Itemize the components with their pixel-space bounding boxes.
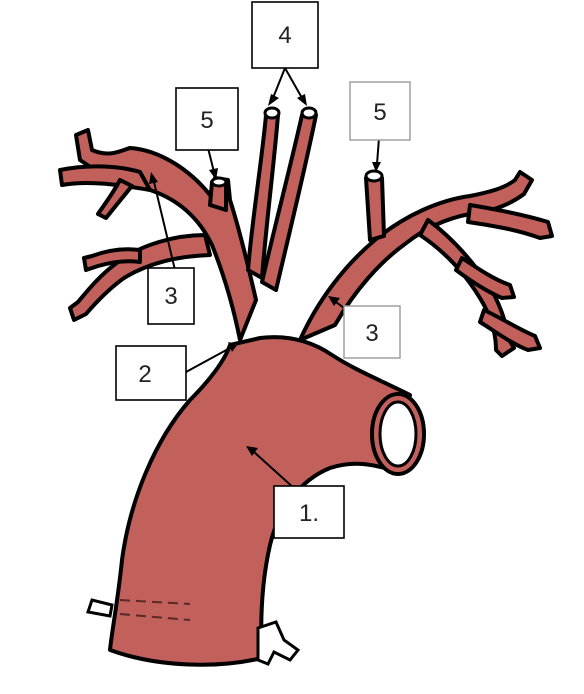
label-5-left-text: 5 <box>200 107 213 134</box>
arrow-2 <box>185 347 231 373</box>
label-5-right-text: 5 <box>373 99 386 126</box>
label-1-box <box>273 485 345 539</box>
right-stub-tip <box>364 169 384 183</box>
arrow-4-right <box>284 67 303 99</box>
right-branch-tree <box>298 170 534 342</box>
left-outer-subbranch <box>96 178 134 220</box>
label-1: 1. <box>273 485 345 539</box>
right-lower-subbranch-b <box>478 308 542 352</box>
arrow-5-left <box>207 147 215 173</box>
base-dashed-line-1 <box>119 599 191 605</box>
arrowhead-4-left <box>268 94 279 106</box>
base-dashed-line-2 <box>119 613 191 621</box>
arrow-1 <box>253 451 297 491</box>
arrow-5-right <box>376 137 380 165</box>
label-2-text: 2 <box>138 361 151 388</box>
label-4-text: 4 <box>278 22 291 49</box>
arrowhead-5-left <box>209 168 218 180</box>
label-4: 4 <box>251 1 319 69</box>
arrowhead-1 <box>246 446 258 456</box>
arrow-4-left <box>272 67 286 99</box>
right-lower-subbranch-a <box>454 256 516 300</box>
aortic-outlet-lumen <box>378 400 418 468</box>
label-5-left-box <box>175 87 239 151</box>
label-3-left-box <box>147 267 195 325</box>
label-3-right-text: 3 <box>365 320 378 347</box>
label-5-right-box <box>349 81 411 141</box>
left-subclavian-branch-tree <box>74 128 258 342</box>
label-3-left-text: 3 <box>164 283 177 310</box>
label-4-box <box>251 1 319 69</box>
label-5-right: 5 <box>349 81 411 141</box>
left-outer-branch <box>58 164 152 192</box>
left-lower-subbranch <box>82 247 142 272</box>
carotid-left-tip <box>263 106 281 120</box>
bottom-left-stub <box>86 598 114 618</box>
label-3-left: 3 <box>147 267 195 325</box>
right-lower-branch <box>418 218 516 358</box>
carotid-right-tip <box>300 106 318 120</box>
arrowhead-4-right <box>297 94 307 106</box>
label-3-right-box <box>343 305 401 359</box>
label-5-left: 5 <box>175 87 239 151</box>
label-2-box <box>115 345 187 401</box>
arrowhead-2 <box>228 342 238 352</box>
label-1-text: 1. <box>299 500 319 527</box>
label-2: 2 <box>115 345 187 401</box>
arrowhead-3-left <box>149 172 158 184</box>
vessel-illustration <box>58 106 554 667</box>
bottom-right-stub <box>256 620 301 666</box>
arrows <box>149 67 381 491</box>
arrowhead-3-right <box>328 296 340 306</box>
right-outer-upper-branch <box>466 203 554 240</box>
arrow-3-left <box>153 181 176 271</box>
label-3-right: 3 <box>343 305 401 359</box>
right-upper-stub <box>364 176 386 242</box>
arrowhead-5-right <box>372 162 381 172</box>
left-stub-tip <box>210 176 228 188</box>
